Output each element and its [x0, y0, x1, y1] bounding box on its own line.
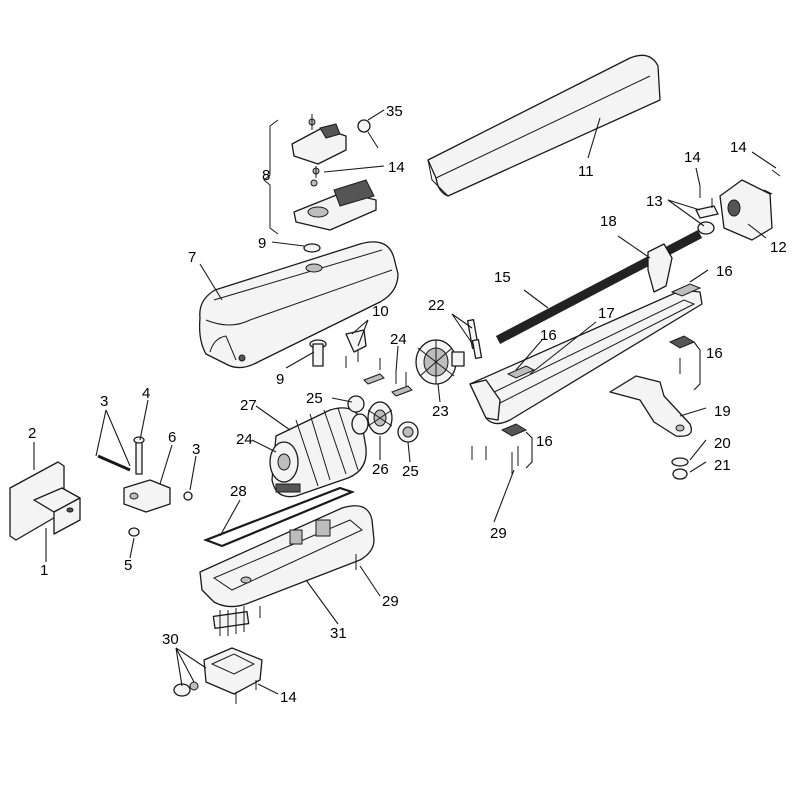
- callout-13: 13: [646, 193, 663, 210]
- terminal-block: [212, 606, 250, 636]
- callout-16a: 16: [540, 327, 557, 344]
- callout-4: 4: [142, 385, 150, 402]
- part-25-bushing: [397, 421, 419, 443]
- part-8-release-assembly: [263, 114, 377, 235]
- part-30-junction-box: [173, 647, 263, 697]
- callout-18: 18: [600, 213, 617, 230]
- callout-16b: 16: [716, 263, 733, 280]
- callout-14a: 14: [388, 159, 405, 176]
- callout-11: 11: [578, 163, 594, 180]
- part-20-washer: [671, 457, 689, 467]
- callout-25b: 25: [402, 463, 419, 480]
- part-35-key: [357, 119, 379, 149]
- callout-2: 2: [28, 425, 36, 442]
- part-18-nut-block: [647, 243, 673, 293]
- part-2-wall-plate: [9, 461, 81, 541]
- callout-1: 1: [40, 562, 48, 579]
- callout-14c: 14: [684, 149, 701, 166]
- callout-22: 22: [428, 297, 445, 314]
- part-1-bracket-arm: [53, 497, 81, 535]
- part-23-bevel-gear: [415, 339, 465, 385]
- callout-14b: 14: [280, 689, 297, 706]
- screws-right: [235, 169, 781, 704]
- callout-10: 10: [372, 303, 389, 320]
- part-6-clevis: [123, 479, 171, 513]
- callout-29b: 29: [490, 525, 507, 542]
- part-12-end-cap: [719, 179, 773, 241]
- callout-3b: 3: [192, 441, 200, 458]
- part-24-plates: [363, 370, 413, 397]
- callout-31: 31: [330, 625, 347, 642]
- callout-6: 6: [168, 429, 176, 446]
- callout-5: 5: [124, 557, 132, 574]
- callout-26: 26: [372, 461, 389, 478]
- callout-12: 12: [770, 239, 787, 256]
- part-11-cover-rail: [427, 54, 661, 197]
- part-3-clip: [183, 491, 193, 501]
- callout-8: 8: [262, 167, 270, 184]
- leader-lines: [33, 109, 777, 695]
- callout-24b: 24: [236, 431, 253, 448]
- part-10-bracket: [345, 329, 381, 370]
- part-26-pinion-gear: [351, 401, 393, 435]
- callout-29a: 29: [382, 593, 399, 610]
- callout-21: 21: [714, 457, 731, 474]
- callout-15: 15: [494, 269, 511, 286]
- callout-24a: 24: [390, 331, 407, 348]
- part-3-axle: [97, 454, 131, 472]
- part-21-nut: [672, 468, 688, 480]
- callout-14d: 14: [730, 139, 747, 156]
- callout-3a: 3: [100, 393, 108, 410]
- callout-19: 19: [714, 403, 731, 420]
- part-4-pin: [133, 436, 145, 475]
- callout-16d: 16: [536, 433, 553, 450]
- callout-7: 7: [188, 249, 196, 266]
- callout-20: 20: [714, 435, 731, 452]
- callout-28: 28: [230, 483, 247, 500]
- callout-25a: 25: [306, 390, 323, 407]
- callout-30: 30: [162, 631, 179, 648]
- callout-17: 17: [598, 305, 615, 322]
- part-17-main-rail: [469, 289, 703, 425]
- callout-35: 35: [386, 103, 403, 120]
- callout-16c: 16: [706, 345, 723, 362]
- callout-9a: 9: [258, 235, 266, 252]
- part-5-nut: [128, 527, 140, 537]
- part-31-base-housing: [199, 505, 375, 608]
- callout-labels: 1 2 3 4 6 3 5 7 8 9 9 10 35 14 22 24 23 …: [28, 103, 787, 706]
- part-19-mounting-bracket: [609, 375, 693, 437]
- part-9-washer: [303, 243, 321, 253]
- part-16-stop-blocks: [500, 283, 702, 437]
- callout-23: 23: [432, 403, 449, 420]
- callout-9b: 9: [276, 371, 284, 388]
- part-7-housing-cover: [198, 241, 399, 369]
- callout-27: 27: [240, 397, 257, 414]
- part-28-gasket: [202, 486, 356, 548]
- part-9-release-pin: [309, 339, 327, 367]
- part-25-bearing: [347, 395, 365, 413]
